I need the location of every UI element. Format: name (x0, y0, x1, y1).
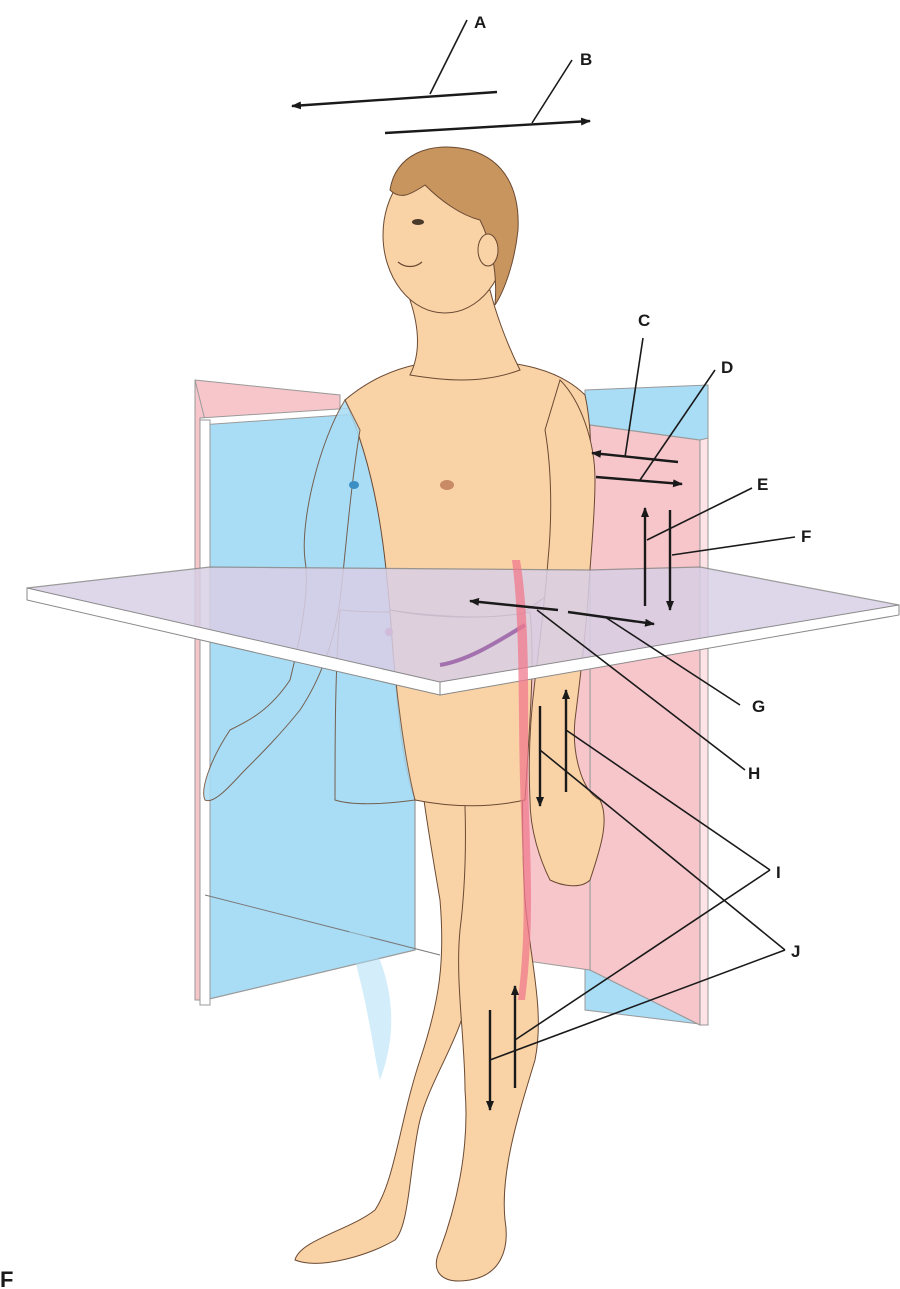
arrow-d (595, 475, 683, 488)
arrow-c (591, 449, 679, 464)
leader-lines (429, 19, 796, 1061)
arrow-h (469, 597, 559, 612)
label-h: H (748, 764, 760, 783)
label-f: F (801, 527, 811, 546)
label-b: B (580, 50, 592, 69)
label-d: D (721, 358, 733, 377)
label-e: E (757, 475, 768, 494)
panel-letter: F (0, 1267, 13, 1289)
label-j: J (791, 942, 800, 961)
label-c: C (638, 311, 650, 330)
label-i: I (776, 863, 781, 882)
label-g: G (752, 697, 765, 716)
direction-arrows (291, 90, 683, 1111)
sagittal-edge-strip (512, 560, 532, 1000)
transverse-plane (26, 566, 900, 696)
arrow-a (291, 90, 498, 110)
diagram-labels: A B C D E F G H I J F (0, 13, 811, 1289)
human-figure (203, 146, 605, 1282)
arrow-b (384, 117, 591, 135)
arrow-g (567, 610, 655, 627)
label-a: A (474, 13, 486, 32)
